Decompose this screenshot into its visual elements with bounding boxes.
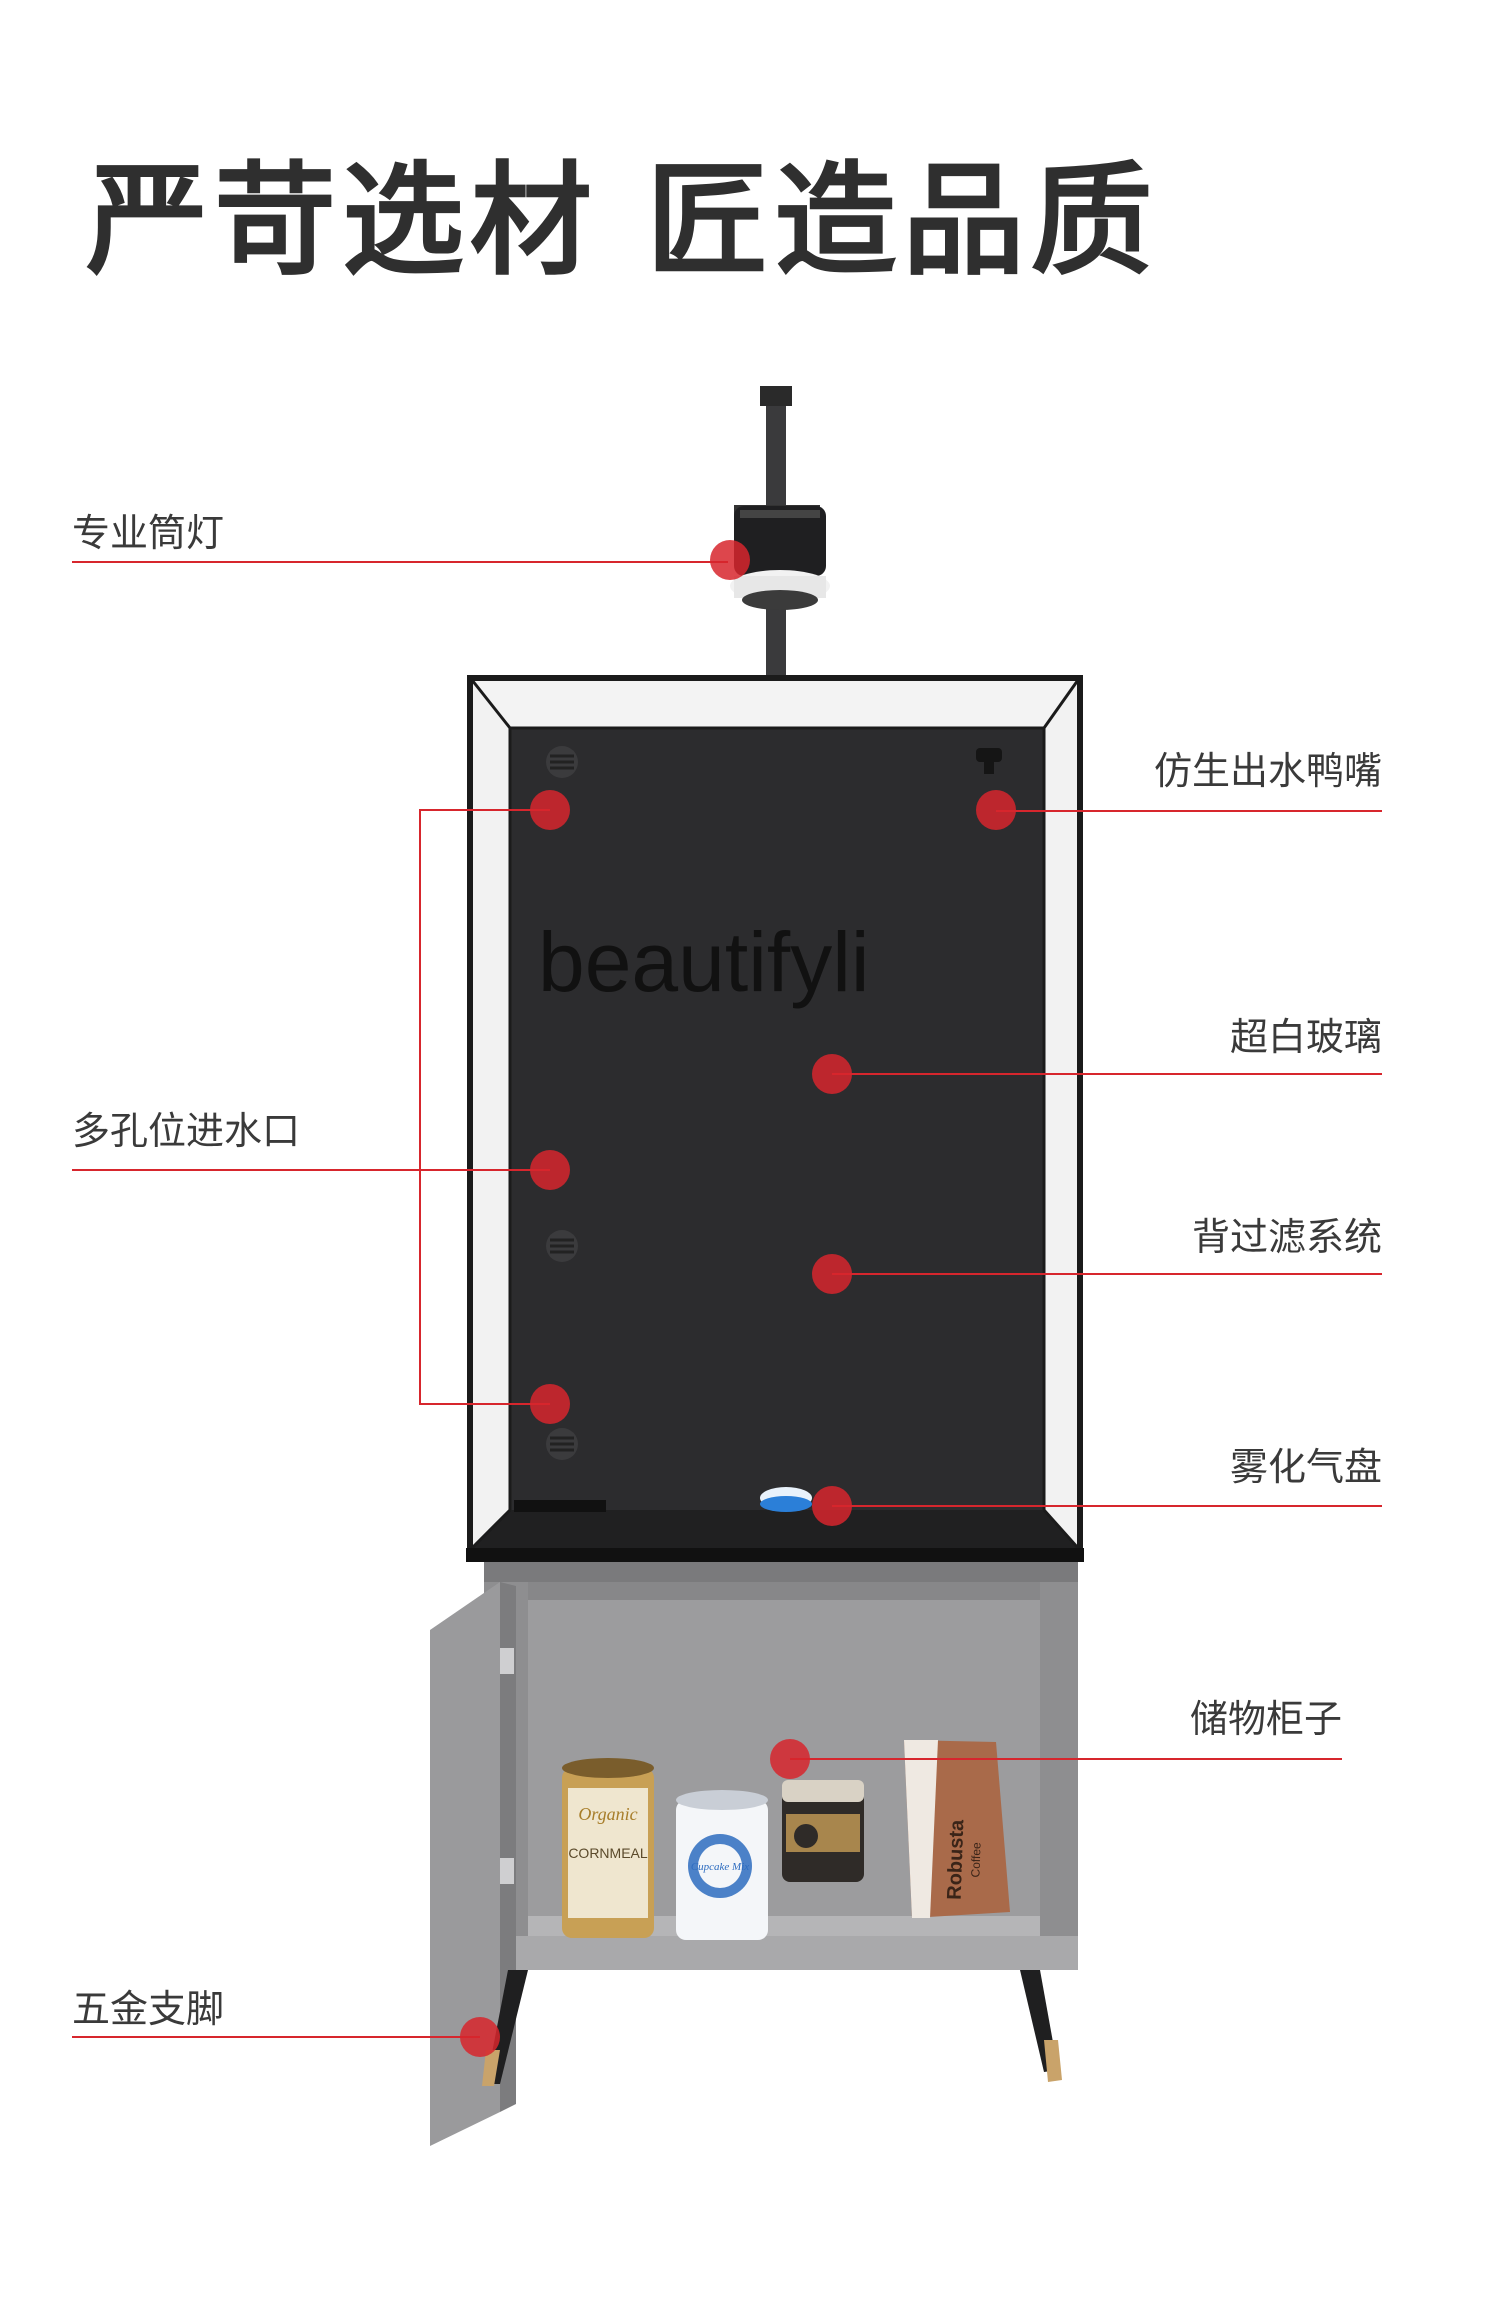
inlet-marker-bottom	[530, 1384, 570, 1424]
label-air-disc: 雾化气盘	[1229, 1445, 1382, 1489]
coffee-bag: Robusta Coffee	[904, 1740, 1010, 1918]
cabinet-legs	[482, 1970, 1062, 2086]
inlet-vent-bottom	[546, 1428, 578, 1460]
inlet-vent-top	[546, 746, 578, 778]
label-back-filter: 背过滤系统	[1191, 1215, 1382, 1259]
callout-lines	[72, 561, 1382, 2038]
inlet-marker-top	[530, 790, 570, 830]
page-title: 严苛选材 匠造品质	[86, 150, 1159, 292]
label-multi-inlet: 多孔位进水口	[72, 1109, 301, 1153]
label-duckbill-outlet: 仿生出水鸭嘴	[1153, 749, 1382, 793]
inlet-marker-middle	[530, 1150, 570, 1190]
label-hardware-legs: 五金支脚	[72, 1987, 225, 2031]
air-disc-marker	[812, 1486, 852, 1526]
outlet-marker	[976, 790, 1016, 830]
tube-lamp	[730, 386, 830, 728]
label-storage-cabinet: 储物柜子	[1189, 1697, 1342, 1741]
callout-dots	[460, 540, 1016, 2057]
coffee-label-text: Robusta	[944, 1819, 969, 1901]
duckbill-nozzle	[976, 748, 1002, 774]
filter-marker	[812, 1254, 852, 1294]
cupcake-label-text: Cupcake Mix	[691, 1861, 749, 1873]
label-lamp: 专业筒灯	[72, 511, 225, 555]
lamp-marker	[710, 540, 750, 580]
dark-jar	[782, 1780, 864, 1882]
cornmeal-brand-text: Organic	[578, 1804, 637, 1824]
watermark-text: beautifyli	[538, 915, 870, 1009]
cupcake-can: Cupcake Mix	[676, 1790, 768, 1940]
label-ultra-clear-glass: 超白玻璃	[1229, 1015, 1382, 1059]
legs-marker	[460, 2017, 500, 2057]
bottom-slot	[514, 1500, 606, 1512]
inlet-vent-middle	[546, 1230, 578, 1262]
storage-cabinet: Organic CORNMEAL Cupcake Mix Robusta	[430, 1562, 1078, 2146]
glass-tank	[466, 675, 1084, 1562]
coffee-sub-text: Coffee	[968, 1842, 983, 1878]
cornmeal-can: Organic CORNMEAL	[562, 1758, 654, 1938]
air-disc	[760, 1487, 812, 1512]
cabinet-marker	[770, 1739, 810, 1779]
glass-marker	[812, 1054, 852, 1094]
cornmeal-label-text: CORNMEAL	[568, 1845, 648, 1861]
